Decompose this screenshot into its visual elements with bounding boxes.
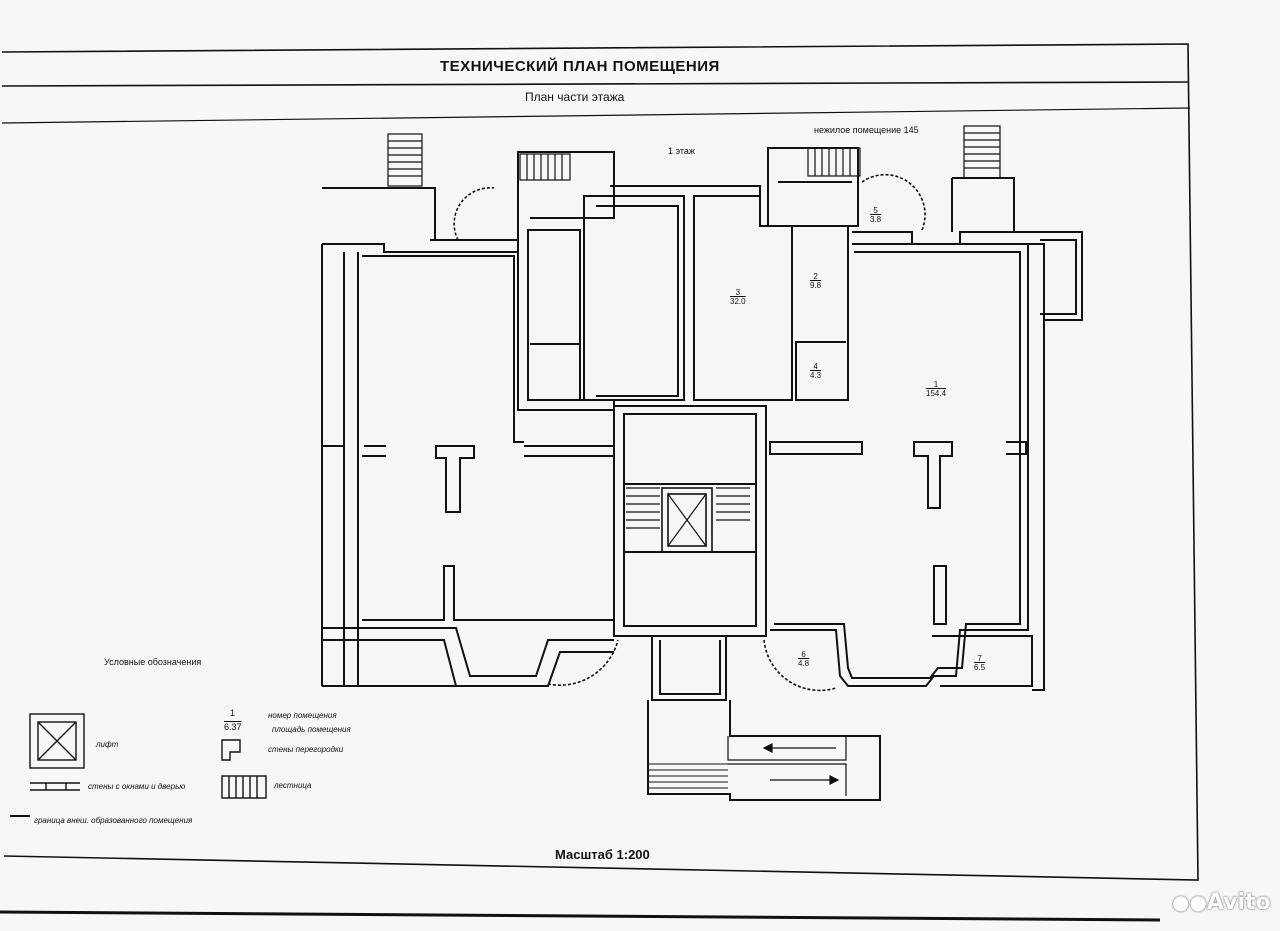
room-number: 7 — [977, 654, 982, 663]
avito-watermark: ●●Avito — [1172, 890, 1271, 915]
legend-lift-label: лифт — [96, 740, 119, 749]
legend-room-area-sample: 6.37 — [224, 722, 242, 732]
room-area: 154.4 — [926, 389, 947, 398]
building-walls — [321, 147, 1083, 801]
room-number: 6 — [801, 650, 806, 659]
title-divider — [1, 81, 1189, 87]
stairs-top-left — [387, 133, 423, 187]
legend-wall-label: стены с окнами и дверью — [88, 782, 186, 791]
room-number: 1 — [933, 380, 939, 389]
ramp-arrows — [762, 743, 840, 785]
watermark-text: Avito — [1206, 890, 1271, 915]
legend-stairs-icon — [221, 775, 267, 799]
legend-partition-label: стены перегородки — [268, 745, 344, 754]
neighbor-label: нежилое помещение 145 — [814, 125, 919, 135]
legend-wall-icon — [30, 782, 80, 791]
legend-lift-icon — [29, 713, 85, 769]
scale-label: Масштаб 1:200 — [555, 847, 650, 862]
lift-icon — [661, 487, 713, 553]
room-number: 4 — [813, 362, 818, 371]
room-area: 9.8 — [810, 281, 822, 290]
legend-stairs-label: лестница — [274, 781, 312, 790]
legend-room-number-sample: 1 — [230, 708, 236, 718]
floor-label: 1 этаж — [668, 146, 695, 156]
subtitle-divider — [1, 107, 1191, 124]
document-title: ТЕХНИЧЕСКИЙ ПЛАН ПОМЕЩЕНИЯ — [440, 58, 720, 75]
legend-room-area-desc: площадь помещения — [272, 725, 351, 734]
room-label-7: 7 6.5 — [974, 654, 985, 672]
sheet-frame — [1, 43, 1199, 881]
legend-symbols — [10, 713, 267, 817]
room-label-2: 2 9.8 — [810, 272, 821, 290]
legend-boundary-label: граница внеш. образованного помещения — [34, 816, 193, 825]
stairs-top-mid — [519, 153, 571, 181]
legend-title: Условные обозначения — [104, 657, 202, 667]
stairs-core — [626, 487, 750, 529]
room-number: 2 — [813, 272, 818, 281]
stairs-top-right — [807, 147, 861, 177]
room-area: 3.8 — [870, 215, 882, 224]
stairs-far-right — [963, 125, 1001, 179]
room-area: 6.5 — [974, 663, 986, 672]
room-number: 5 — [873, 206, 878, 215]
document-subtitle: План части этажа — [525, 90, 625, 104]
room-label-5: 5 3.8 — [870, 206, 881, 224]
room-label-3: 3 32.0 — [730, 288, 746, 306]
room-number: 3 — [735, 288, 741, 297]
room-label-1: 1 154.4 — [926, 380, 946, 398]
room-label-4: 4 4.3 — [810, 362, 821, 380]
room-area: 4.8 — [798, 659, 810, 668]
legend-room-number-desc: номер помещения — [268, 711, 337, 720]
room-label-6: 6 4.8 — [798, 650, 809, 668]
room-area: 32.0 — [730, 297, 746, 306]
room-area: 4.3 — [810, 371, 822, 380]
avito-dots-icon: ●● — [1172, 890, 1207, 914]
legend-partition-icon — [221, 739, 241, 761]
